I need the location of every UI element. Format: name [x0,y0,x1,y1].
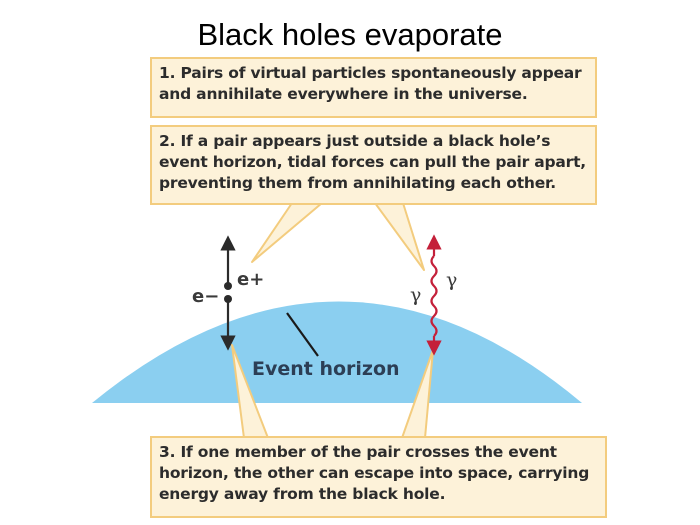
slide-title: Black holes evaporate [197,17,503,52]
step-box-3 [150,436,607,518]
event-horizon-label: Event horizon [252,358,400,380]
step-1-text: 1. Pairs of virtual particles spontaneou… [159,64,582,103]
gamma-label-right: γ [446,269,458,291]
callout-pointer-left [251,202,323,263]
step-box-1 [150,57,597,118]
positron-label: e+ [237,269,265,290]
electron-dot [224,295,232,303]
callout-pointer-right [374,202,425,271]
gamma-label-left: γ [410,284,422,306]
electron-label: e− [192,286,220,307]
step-3-text: 3. If one member of the pair crosses the… [159,443,590,503]
event-horizon-pointer [286,312,319,357]
positron-dot [224,282,232,290]
step-box-2 [150,125,597,205]
wavy-double-arrow-icon [426,234,442,356]
step-2-text: 2. If a pair appears just outside a blac… [159,132,586,192]
event-horizon-dome [92,301,582,403]
